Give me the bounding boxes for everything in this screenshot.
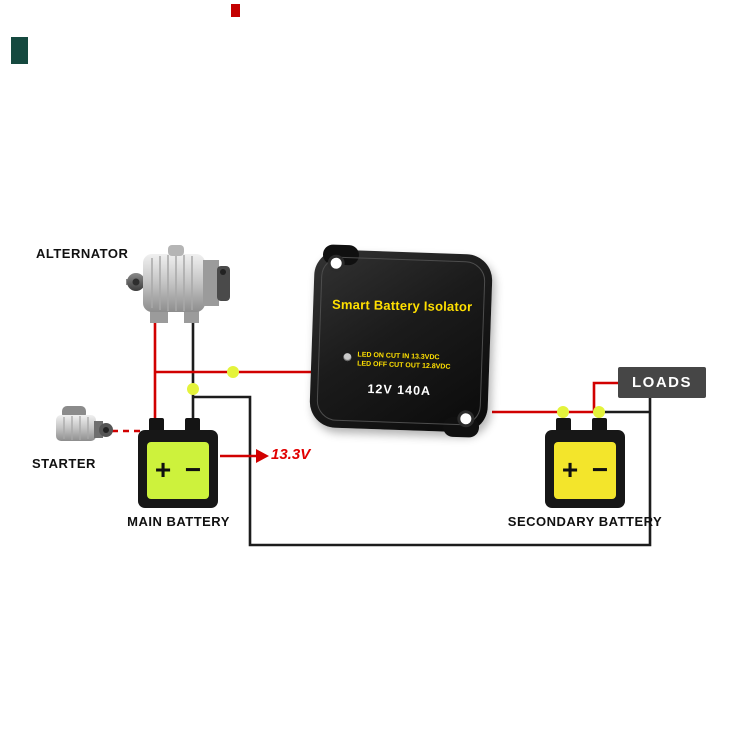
secondary-battery-plus-symbol: +	[561, 454, 579, 485]
green-edge-mark	[11, 37, 28, 64]
loads-label: LOADS	[632, 374, 692, 391]
isolator-title: Smart Battery Isolator	[331, 296, 473, 315]
main-battery-label: MAIN BATTERY	[127, 514, 230, 529]
secondary-battery-label: SECONDARY BATTERY	[507, 514, 663, 529]
red-edge-mark	[231, 4, 240, 17]
junction-dots	[187, 366, 605, 418]
secondary-battery-illustration	[545, 418, 625, 508]
alternator-label: ALTERNATOR	[36, 246, 129, 261]
alternator-illustration	[126, 245, 230, 323]
isolator-face-outline	[316, 256, 486, 426]
led-indicator-icon	[343, 353, 352, 362]
starter-label: STARTER	[32, 456, 96, 471]
red-wires	[112, 316, 619, 458]
starter-illustration	[56, 406, 113, 441]
voltage-arrowhead	[256, 449, 269, 463]
secondary-battery-minus-symbol: −	[591, 454, 609, 485]
isolator-led-section: LED ON CUT IN 13.3VDC LED OFF CUT OUT 12…	[343, 350, 451, 372]
voltage-label: 13.3V	[271, 446, 311, 463]
main-battery-illustration	[138, 418, 218, 508]
smart-battery-isolator-device: Smart Battery Isolator LED ON CUT IN 13.…	[308, 244, 494, 438]
main-battery-plus-symbol: +	[154, 454, 172, 485]
isolator-led-text: LED ON CUT IN 13.3VDC LED OFF CUT OUT 12…	[357, 350, 451, 371]
main-battery-minus-symbol: −	[184, 454, 202, 485]
loads-box: LOADS	[618, 367, 706, 398]
